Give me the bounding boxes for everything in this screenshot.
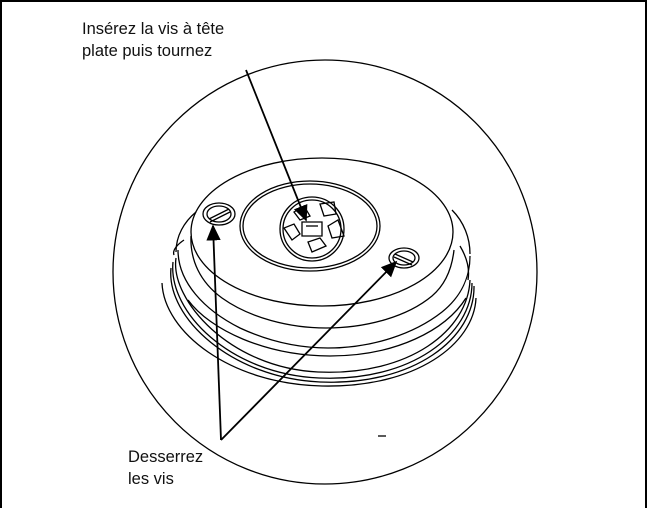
- right-screw: [388, 247, 420, 269]
- base-flange: [161, 239, 477, 387]
- arrow-right-screw: [220, 260, 398, 441]
- center-hub: [239, 180, 381, 272]
- arrow-insert-screw: [245, 69, 308, 222]
- arrow-left-screw: [206, 224, 222, 441]
- callout-loosen-screws-line1: Desserrez: [128, 448, 204, 466]
- callout-insert-screw: Insérez la vis à tête plate puis tournez: [82, 18, 224, 62]
- detector-body: [175, 157, 471, 357]
- callout-insert-screw-line1: Insérez la vis à tête: [82, 20, 225, 38]
- outer-base-circle: [112, 59, 538, 485]
- callout-loosen-screws: Desserrez les vis: [128, 446, 203, 490]
- callout-insert-screw-line2: plate puis tournez: [82, 42, 213, 60]
- left-screw: [202, 202, 236, 226]
- callout-loosen-screws-line2: les vis: [128, 470, 174, 488]
